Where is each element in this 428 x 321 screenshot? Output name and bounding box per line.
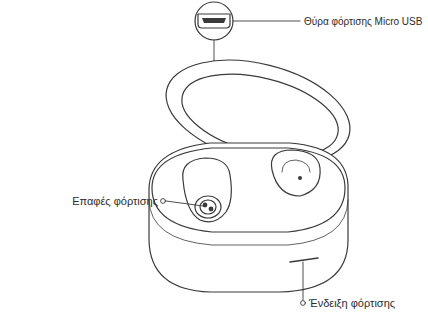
charging-indicator [290,258,318,262]
leader-line [166,201,203,206]
case-body [149,143,348,292]
leader-dot [301,301,306,306]
zoom-inset [195,2,233,40]
leader-line [303,262,304,300]
callout-label: Επαφές φόρτισης [72,195,158,208]
charging-contacts [203,203,214,212]
callout-label: Θύρα φόρτισης Micro USB [304,15,422,28]
callout-label: Ένδειξη φόρτισης [309,297,395,310]
left-earbud-cradle [183,158,232,222]
right-earbud-cradle [271,150,320,196]
leader-line [233,21,300,22]
leader-dot [161,199,166,204]
micro-usb-port [198,14,230,28]
